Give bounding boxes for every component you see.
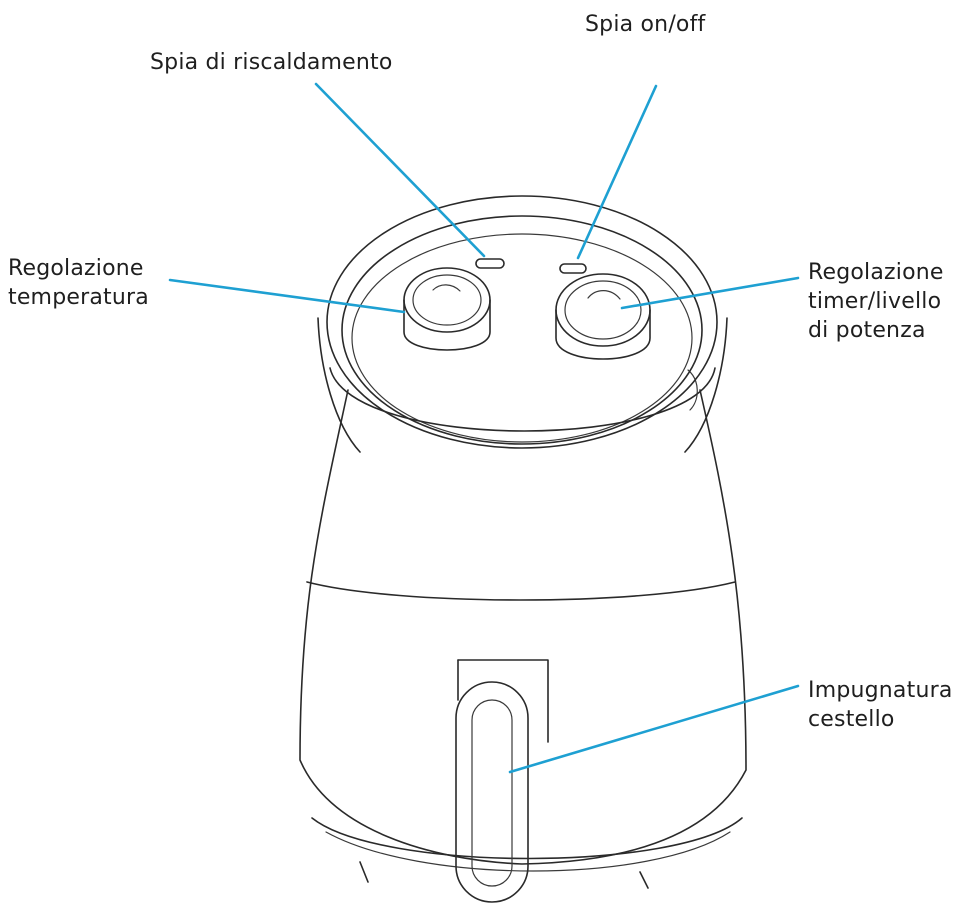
heating-light-icon (475, 258, 505, 269)
label-basket-handle: Impugnatura cestello (808, 676, 953, 734)
leader-power-light (576, 84, 658, 260)
label-temperature-line-2: temperatura (8, 285, 149, 310)
label-timer-line-3: di potenza (808, 318, 926, 343)
appliance-body (299, 369, 747, 889)
label-temperature-line-1: Regolazione (8, 256, 144, 281)
basket-handle (455, 659, 549, 903)
label-timer-line-2: timer/livello (808, 289, 942, 314)
label-power-light: Spia on/off (585, 10, 705, 39)
label-heating-light: Spia di riscaldamento (150, 48, 393, 77)
label-power-light-line-1: Spia on/off (585, 12, 706, 37)
leader-temperature (168, 278, 406, 314)
label-timer-line-1: Regolazione (808, 260, 944, 285)
timer-knob (555, 273, 651, 360)
label-temperature-dial: Regolazione temperatura (8, 254, 149, 312)
label-handle-line-1: Impugnatura (808, 678, 953, 703)
leader-heating-light (314, 82, 486, 258)
leader-lines (168, 82, 800, 774)
label-heating-light-line-1: Spia di riscaldamento (150, 50, 393, 75)
label-handle-line-2: cestello (808, 707, 895, 732)
leader-timer (620, 276, 800, 310)
temperature-knob (403, 267, 491, 351)
label-timer-dial: Regolazione timer/livello di potenza (808, 258, 944, 345)
leader-handle (508, 684, 800, 774)
power-light-icon (559, 263, 587, 274)
lid (317, 195, 728, 453)
